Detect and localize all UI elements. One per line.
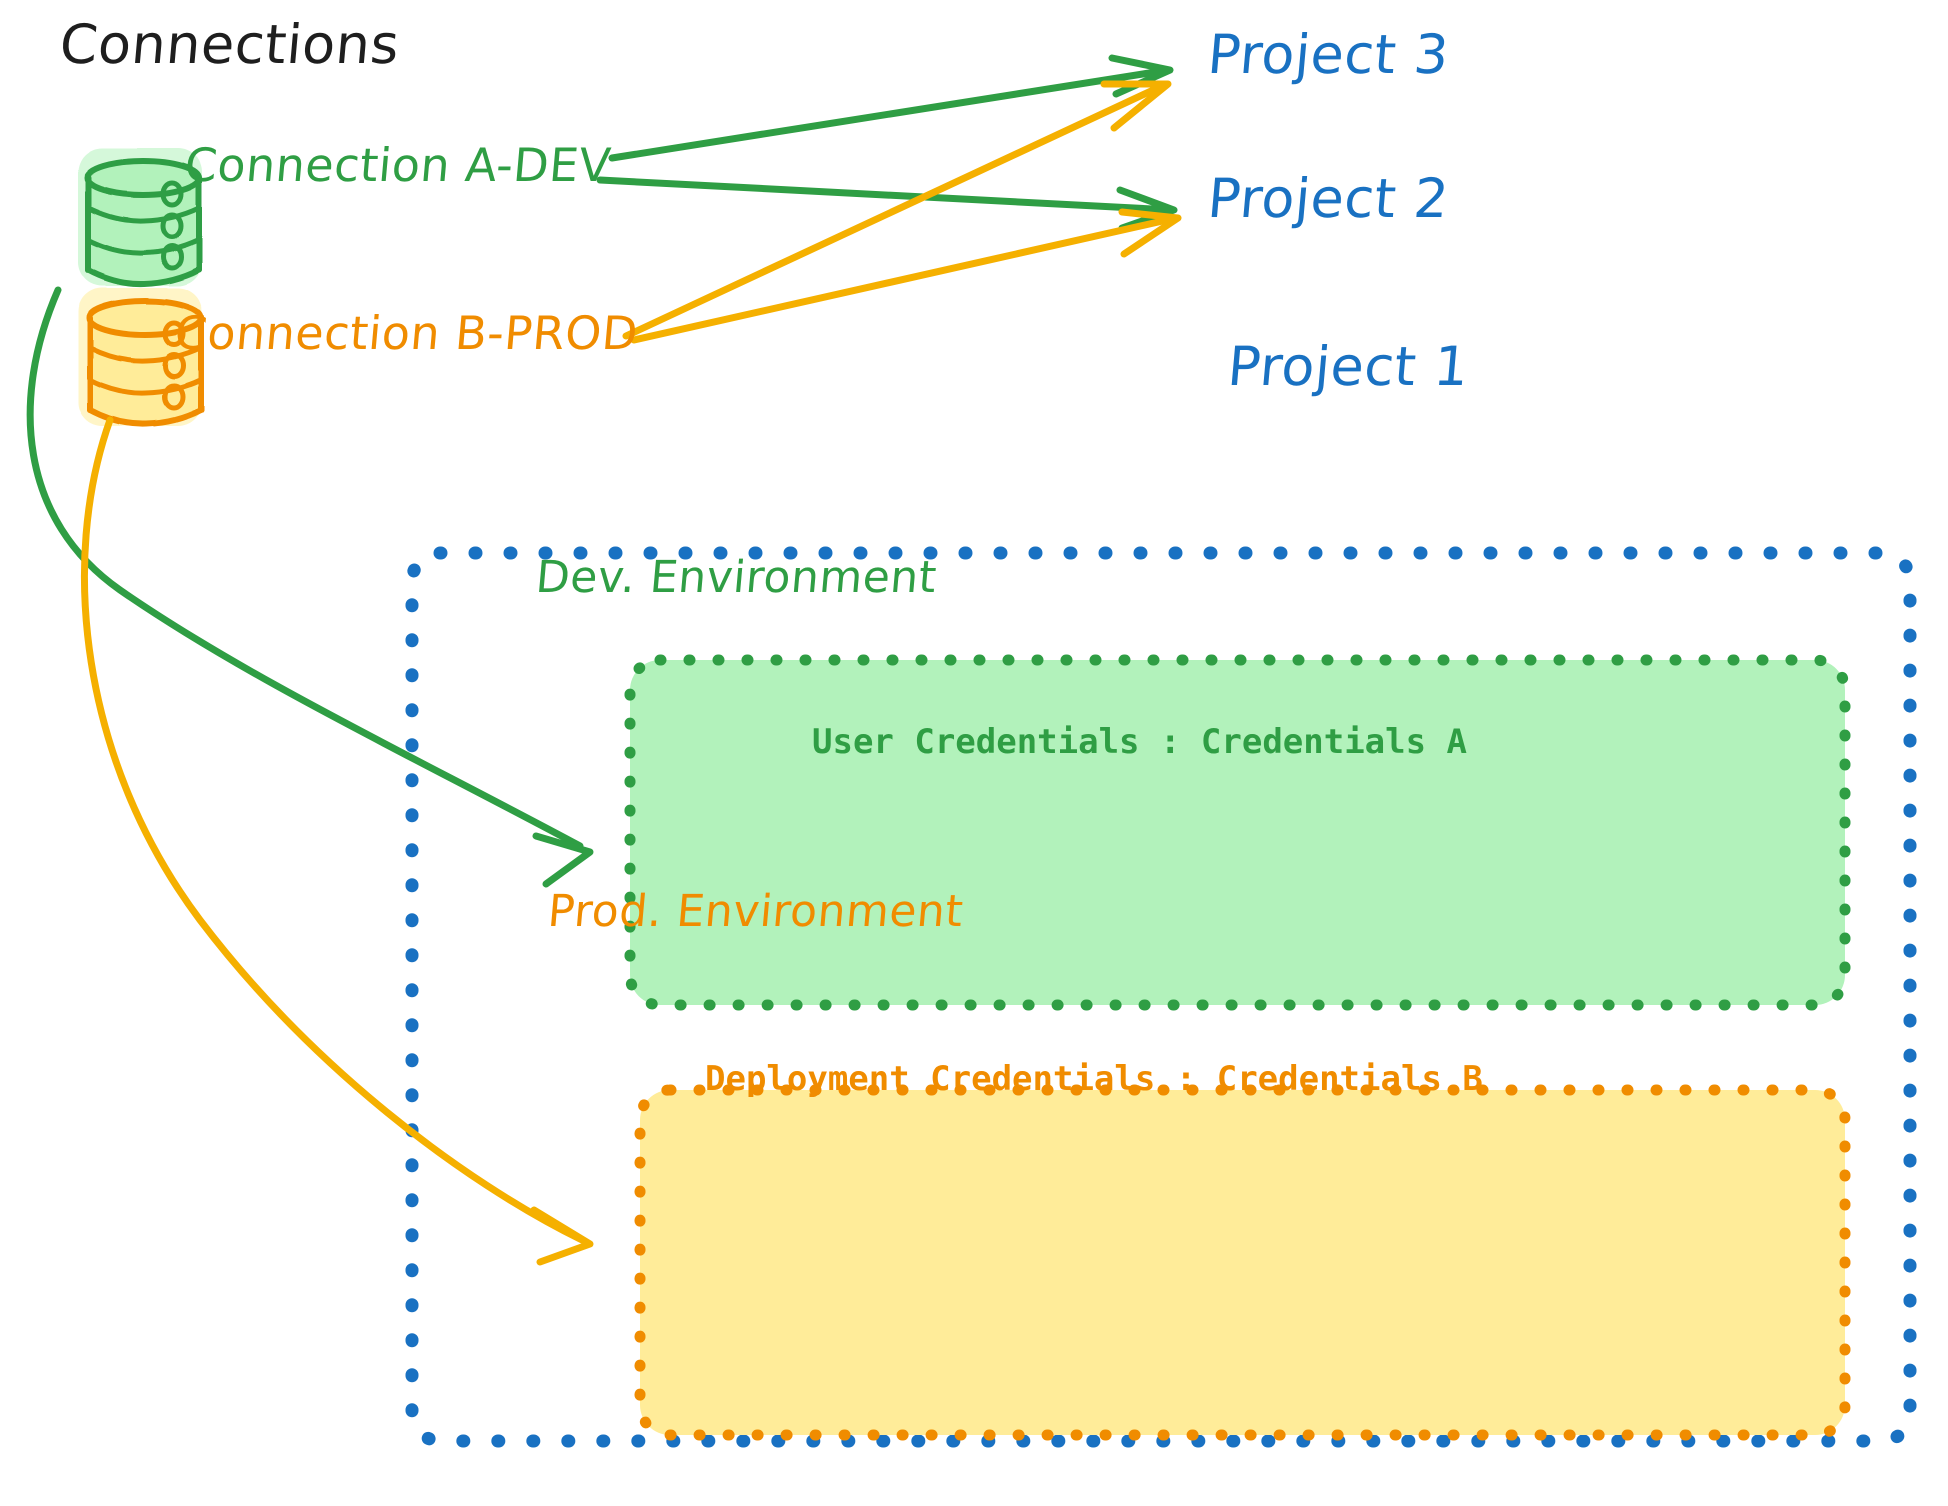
dev-environment-credentials: User Credentials : Credentials A (812, 722, 1468, 762)
edge-a-dev-to-project3 (608, 54, 1174, 162)
project-1-label[interactable]: Project 1 (1225, 335, 1472, 398)
project1-boundary (405, 546, 1917, 1448)
edge-b-prod-to-project2 (630, 208, 1182, 344)
database-icon-orange (78, 288, 204, 428)
prod-environment-credentials: Deployment Credentials : Credentials B (705, 1059, 1483, 1099)
connection-a-dev-label[interactable]: Connection A-DEV (182, 138, 614, 192)
prod-environment-box (634, 1084, 1851, 1441)
dev-environment-box (624, 654, 1851, 1011)
connection-b-prod-label[interactable]: Connection B-PROD (172, 306, 641, 360)
edge-a-dev-to-project2 (596, 176, 1178, 232)
page-title: Connections (57, 13, 402, 76)
project-3-label[interactable]: Project 3 (1205, 23, 1452, 86)
edge-a-dev-to-dev-environment (26, 286, 594, 888)
project-2-label[interactable]: Project 2 (1205, 167, 1452, 230)
edge-b-prod-to-project3 (622, 80, 1172, 340)
edge-b-prod-to-prod-environment (80, 416, 594, 1266)
database-icon-green (78, 148, 202, 288)
prod-environment-title: Prod. Environment (545, 886, 966, 937)
dev-environment-title: Dev. Environment (533, 552, 939, 603)
